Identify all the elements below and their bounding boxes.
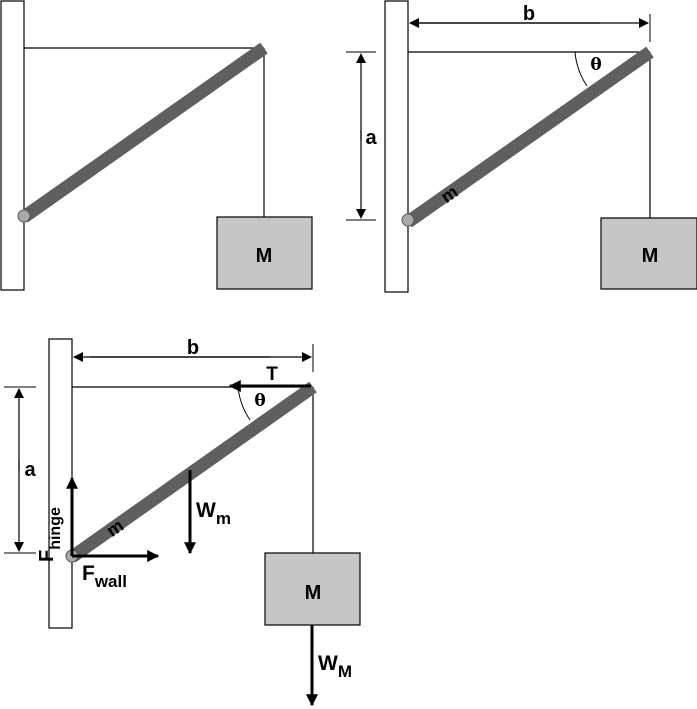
angle-label: θ <box>254 391 265 411</box>
panel-1: M <box>0 0 313 291</box>
mass-box <box>216 216 313 290</box>
wall <box>48 338 73 629</box>
beam <box>68 381 317 563</box>
panel-2: M b a θ m <box>346 0 697 293</box>
hinge <box>401 213 415 227</box>
beam-weight-label: Wm <box>196 499 231 528</box>
angle-arc <box>237 386 251 421</box>
mass-label: M <box>305 582 322 604</box>
wall <box>384 0 409 293</box>
hinge <box>17 209 31 223</box>
dimension-b-label: b <box>523 3 535 25</box>
mass-label: M <box>642 245 659 267</box>
hinge-force-label: Fhinge <box>36 507 64 562</box>
angle-label: θ <box>590 55 601 75</box>
mass-weight-label: WM <box>318 652 352 681</box>
angle-arc <box>574 51 588 87</box>
mass-label: M <box>256 245 273 267</box>
mass-box <box>264 552 361 626</box>
dimension-b-label: b <box>187 337 199 359</box>
wall <box>0 0 25 291</box>
wall-force-label: Fwall <box>82 562 127 591</box>
beam <box>404 46 654 228</box>
dimension-a-label: a <box>24 459 36 481</box>
beam <box>20 42 268 223</box>
tension-label: T <box>266 364 278 385</box>
panel-3: M b a θ m T Wm WM Fhinge <box>4 337 361 707</box>
mass-box <box>600 217 697 290</box>
dimension-a-label: a <box>365 127 377 149</box>
